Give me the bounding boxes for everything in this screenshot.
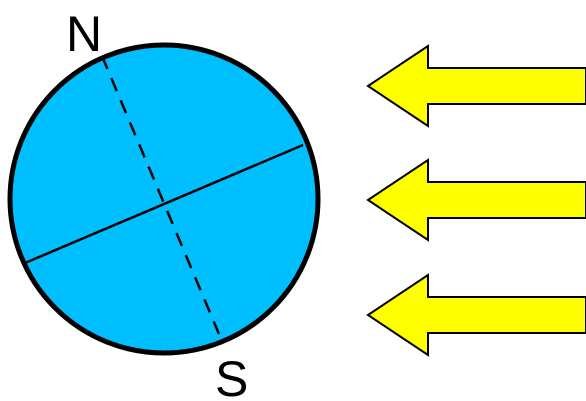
sunlight-arrow bbox=[366, 158, 586, 242]
globe-circle bbox=[7, 42, 321, 356]
sunlight-arrow bbox=[366, 44, 586, 128]
equator-line bbox=[24, 143, 304, 265]
sunlight-arrow bbox=[366, 273, 586, 357]
globe bbox=[7, 42, 321, 356]
rotation-axis bbox=[100, 55, 221, 335]
south-pole-label: S bbox=[215, 351, 248, 401]
north-pole-label: N bbox=[66, 6, 102, 62]
sunlight-arrows bbox=[366, 44, 586, 357]
